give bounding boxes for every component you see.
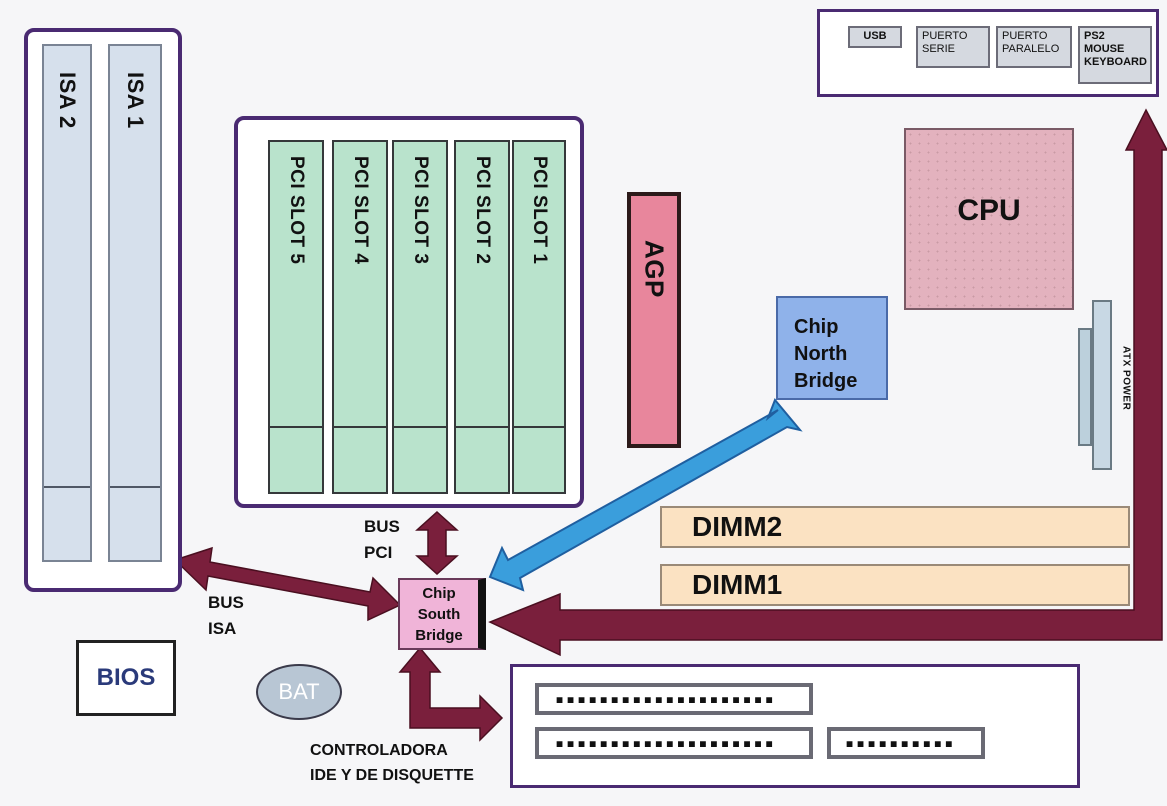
pci-slot-1-label: PCI SLOT 1	[529, 156, 550, 265]
bios-chip: BIOS	[76, 640, 176, 716]
isa-slot-2-label: ISA 2	[55, 72, 80, 129]
bios-label: BIOS	[96, 664, 156, 691]
parallel-port: PUERTO PARALELO	[996, 26, 1072, 68]
controller-label-1: CONTROLADORA	[310, 742, 448, 759]
ide-connector-1: ▪▪▪▪▪▪▪▪▪▪▪▪▪▪▪▪▪▪▪▪	[535, 683, 813, 715]
pci-slot-5-label: PCI SLOT 5	[286, 156, 307, 265]
atx-power-body	[1092, 300, 1112, 470]
ps2-label-2: MOUSE	[1084, 43, 1125, 55]
controller-arrow	[398, 646, 504, 742]
ide-frame: ▪▪▪▪▪▪▪▪▪▪▪▪▪▪▪▪▪▪▪▪ ▪▪▪▪▪▪▪▪▪▪▪▪▪▪▪▪▪▪▪…	[510, 664, 1080, 788]
agp-slot: AGP	[627, 192, 681, 448]
south-bridge-line-3: Bridge	[415, 627, 463, 644]
pci-slot-3-label: PCI SLOT 3	[410, 156, 431, 265]
bus-pci-arrow	[415, 510, 459, 576]
usb-port: USB	[848, 26, 902, 48]
north-bridge-line-1: Chip	[794, 316, 839, 338]
ide-connector-1-pins: ▪▪▪▪▪▪▪▪▪▪▪▪▪▪▪▪▪▪▪▪	[555, 690, 776, 708]
parallel-label-2: PARALELO	[1002, 43, 1060, 55]
main-bus-arrow	[488, 108, 1167, 657]
dimm2-label: DIMM2	[692, 511, 783, 542]
isa-slot-1-label: ISA 1	[123, 72, 148, 129]
bus-isa-label-2: ISA	[208, 619, 237, 638]
dimm2-slot: DIMM2	[660, 506, 1130, 548]
ps2-port: PS2 MOUSE KEYBOARD	[1078, 26, 1152, 84]
battery: BAT	[256, 664, 342, 720]
isa-slots-frame: ISA 2 ISA 1	[24, 28, 182, 592]
south-bridge-chip: Chip South Bridge	[398, 578, 486, 650]
ide-connector-2: ▪▪▪▪▪▪▪▪▪▪▪▪▪▪▪▪▪▪▪▪	[535, 727, 813, 759]
isa-slot-2: ISA 2	[42, 44, 92, 562]
serial-label-2: SERIE	[922, 43, 956, 55]
floppy-connector-pins: ▪▪▪▪▪▪▪▪▪▪	[845, 734, 956, 752]
controller-label: CONTROLADORA IDE Y DE DISQUETTE	[310, 738, 474, 788]
ps2-label-1: PS2	[1084, 30, 1105, 42]
north-bridge-line-3: Bridge	[794, 370, 858, 392]
agp-label: AGP	[639, 240, 670, 298]
cpu-chip: CPU	[904, 128, 1074, 310]
pci-slots-frame: PCI SLOT 5 PCI SLOT 4 PCI SLOT 3 PCI SLO…	[234, 116, 584, 508]
atx-power-pins	[1078, 328, 1092, 446]
north-bridge-chip: Chip North Bridge	[776, 296, 888, 400]
ports-frame: USB PUERTO SERIE PUERTO PARALELO PS2 MOU…	[817, 9, 1159, 97]
battery-label: BAT	[278, 679, 320, 704]
usb-label: USB	[863, 30, 887, 42]
pci-slot-2: PCI SLOT 2	[454, 140, 510, 494]
pci-slot-5: PCI SLOT 5	[268, 140, 324, 494]
ps2-label-3: KEYBOARD	[1084, 56, 1147, 68]
dimm1-label: DIMM1	[692, 569, 783, 600]
parallel-label-1: PUERTO	[1002, 30, 1048, 42]
controller-label-2: IDE Y DE DISQUETTE	[310, 767, 474, 784]
dimm1-slot: DIMM1	[660, 564, 1130, 606]
ide-connector-2-pins: ▪▪▪▪▪▪▪▪▪▪▪▪▪▪▪▪▪▪▪▪	[555, 734, 776, 752]
isa-slot-1: ISA 1	[108, 44, 162, 562]
serial-port: PUERTO SERIE	[916, 26, 990, 68]
pci-slot-1: PCI SLOT 1	[512, 140, 566, 494]
north-south-bridge-arrow	[488, 398, 803, 592]
serial-label-1: PUERTO	[922, 30, 968, 42]
atx-power-connector: ATX POWER	[1078, 300, 1132, 470]
atx-power-label: ATX POWER	[1120, 346, 1132, 411]
south-bridge-line-2: South	[417, 606, 461, 623]
bus-isa-label: BUS ISA	[208, 590, 244, 642]
floppy-connector: ▪▪▪▪▪▪▪▪▪▪	[827, 727, 985, 759]
bus-pci-label-2: PCI	[364, 543, 393, 562]
north-bridge-line-2: North	[794, 343, 848, 365]
bus-pci-label: BUS PCI	[364, 514, 400, 566]
pci-slot-4: PCI SLOT 4	[332, 140, 388, 494]
pci-slot-3: PCI SLOT 3	[392, 140, 448, 494]
bus-pci-label-1: BUS	[364, 517, 400, 536]
south-bridge-line-1: Chip	[422, 585, 456, 602]
pci-slot-4-label: PCI SLOT 4	[350, 156, 371, 265]
bus-isa-label-1: BUS	[208, 593, 244, 612]
cpu-label: CPU	[957, 194, 1021, 227]
pci-slot-2-label: PCI SLOT 2	[472, 156, 493, 265]
